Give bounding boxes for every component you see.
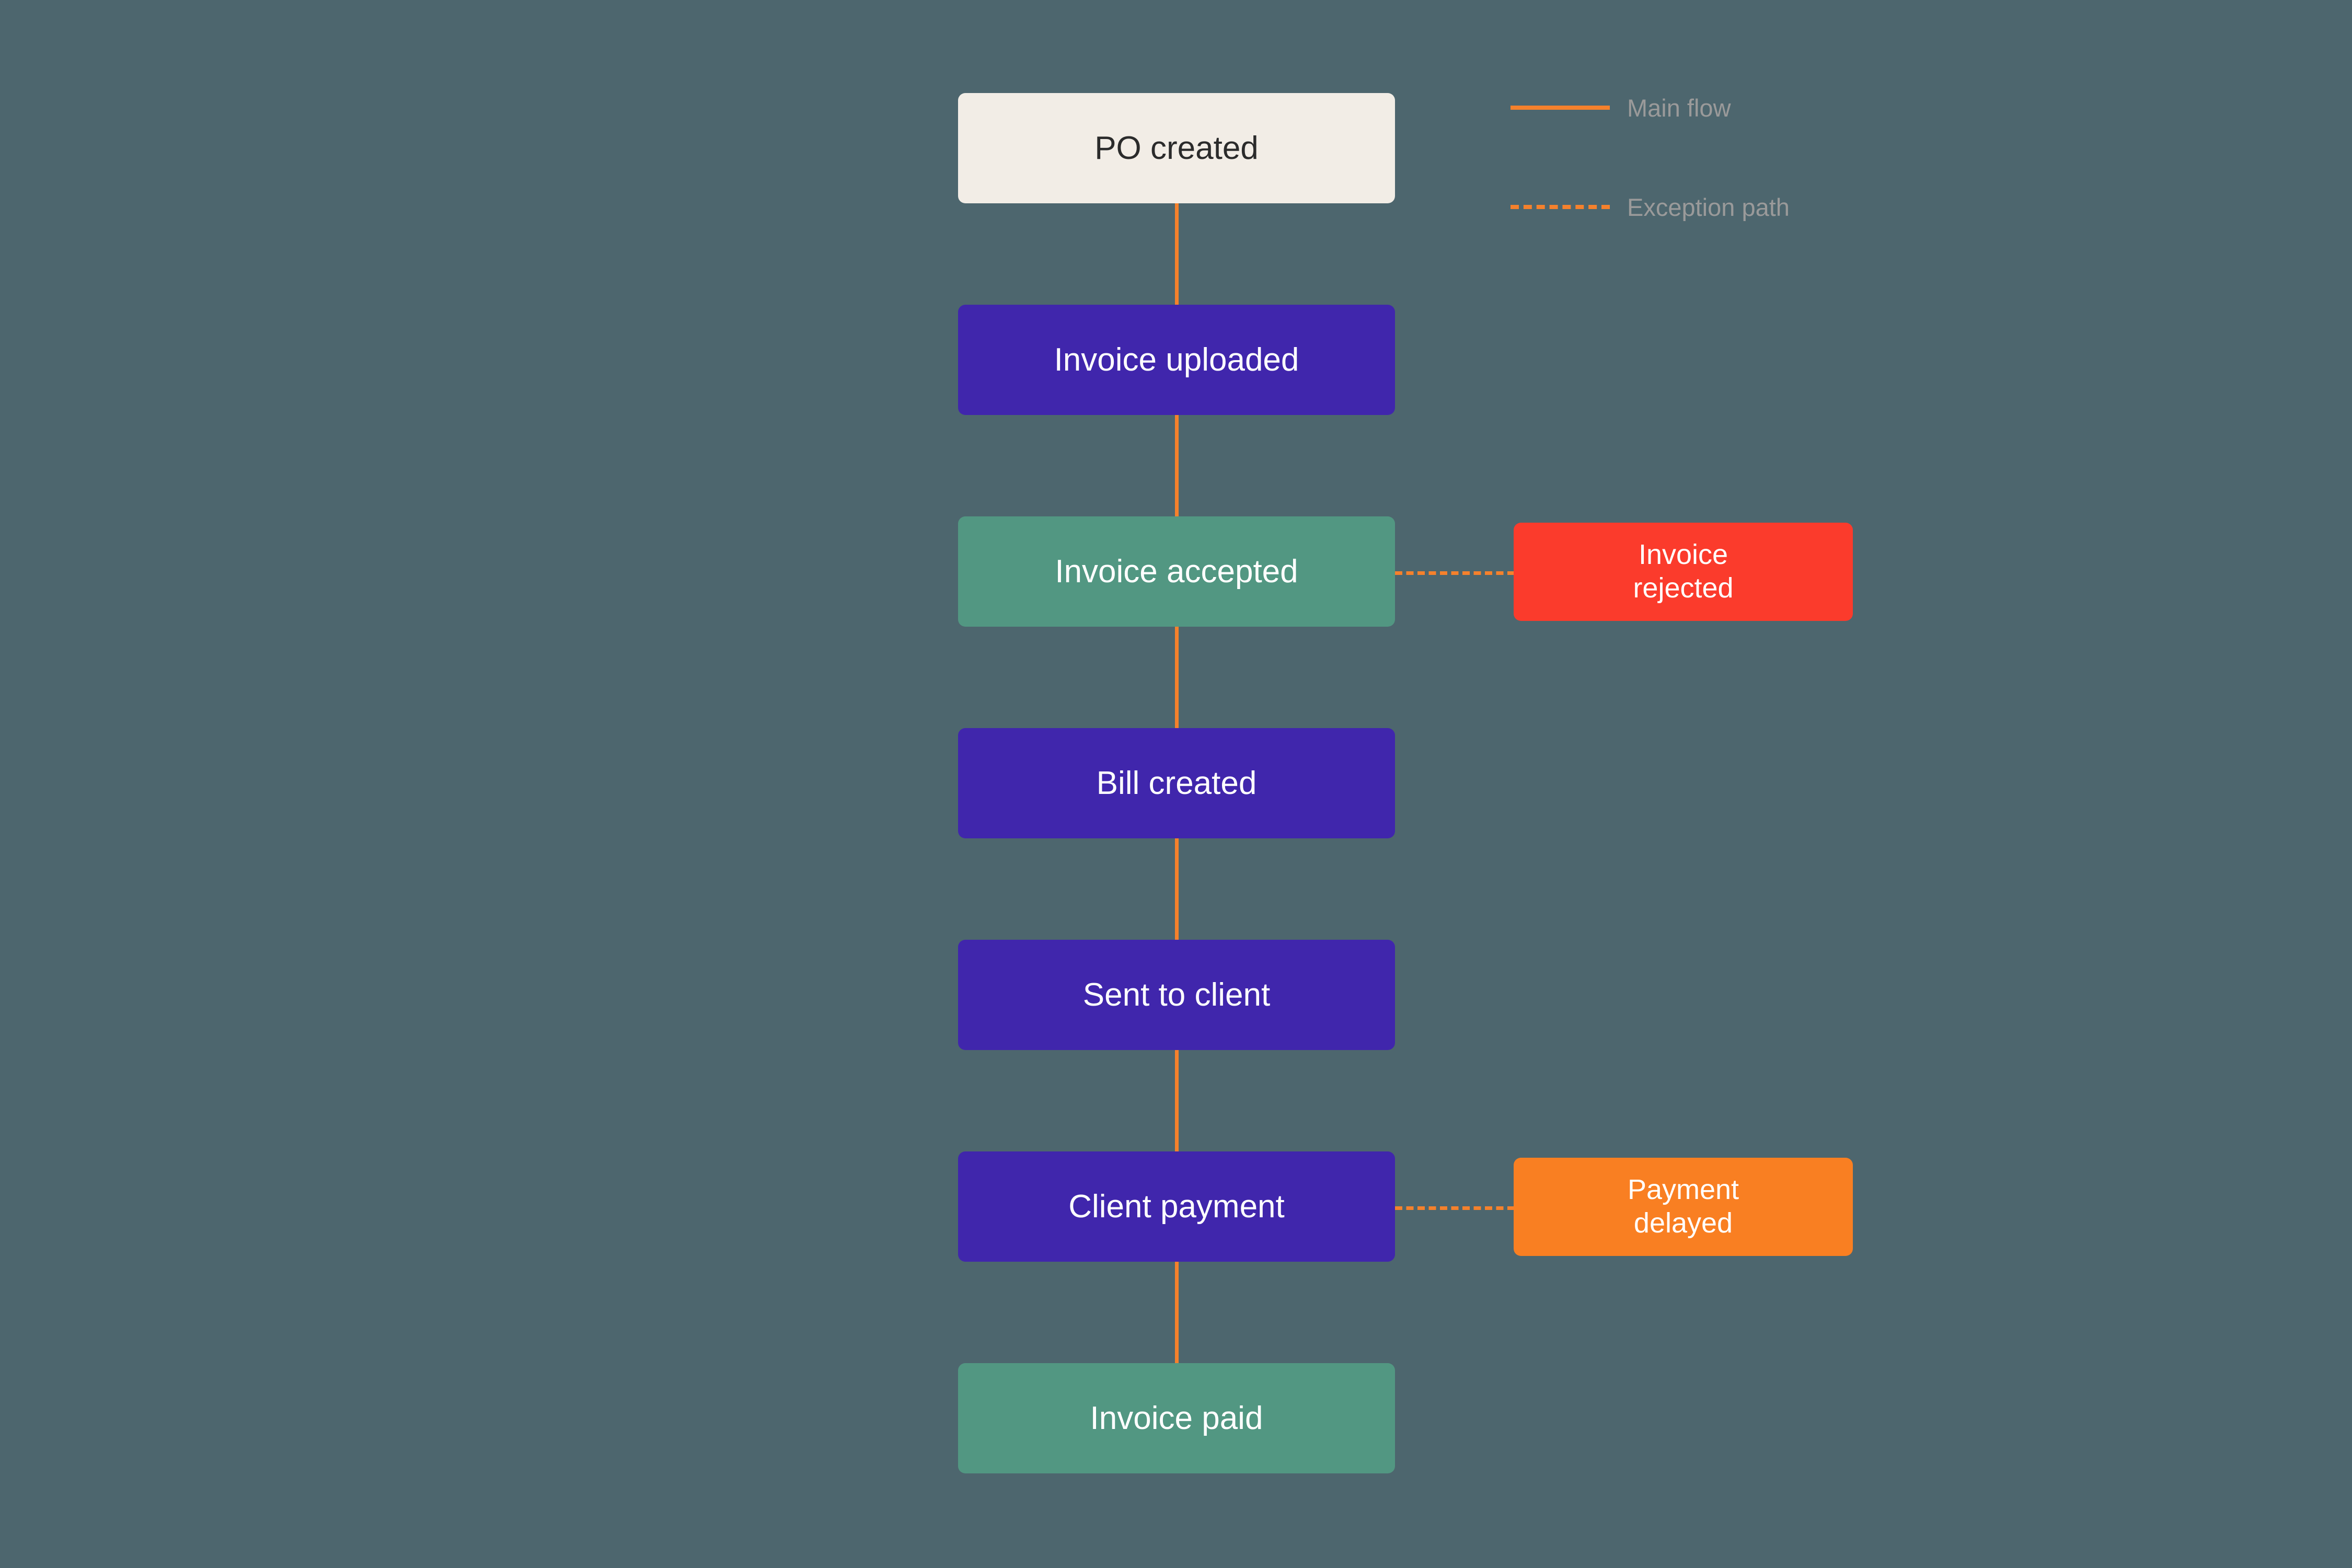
node-invoice-accepted[interactable]: Invoice accepted xyxy=(958,516,1395,627)
node-po-created-label: PO created xyxy=(1094,130,1259,166)
exception-path-line-icon xyxy=(1511,205,1610,209)
node-invoice-rejected-label: Invoice rejected xyxy=(1633,539,1734,604)
node-bill-created[interactable]: Bill created xyxy=(958,728,1395,838)
connector-invoice-uploaded-to-invoice-accepted xyxy=(1175,406,1179,519)
node-invoice-paid-label: Invoice paid xyxy=(1090,1400,1263,1436)
node-sent-to-client-label: Sent to client xyxy=(1082,976,1271,1013)
node-po-created[interactable]: PO created xyxy=(958,93,1395,203)
main-flow-line-icon xyxy=(1511,106,1610,110)
connector-client-payment-to-payment-delayed xyxy=(1395,1206,1515,1210)
legend-item-main-flow: Main flow xyxy=(1511,92,1731,123)
legend-exception-path-label: Exception path xyxy=(1627,193,1790,221)
node-invoice-uploaded[interactable]: Invoice uploaded xyxy=(958,305,1395,415)
connector-bill-created-to-sent-to-client xyxy=(1175,829,1179,942)
node-sent-to-client[interactable]: Sent to client xyxy=(958,940,1395,1050)
node-invoice-paid[interactable]: Invoice paid xyxy=(958,1363,1395,1473)
node-client-payment-label: Client payment xyxy=(1068,1188,1285,1225)
connector-invoice-accepted-to-invoice-rejected xyxy=(1395,571,1515,575)
legend-main-flow-label: Main flow xyxy=(1627,94,1731,122)
node-client-payment[interactable]: Client payment xyxy=(958,1151,1395,1262)
node-payment-delayed-label: Payment delayed xyxy=(1627,1174,1739,1239)
node-invoice-rejected[interactable]: Invoice rejected xyxy=(1514,523,1853,621)
connector-client-payment-to-invoice-paid xyxy=(1175,1253,1179,1366)
node-invoice-accepted-label: Invoice accepted xyxy=(1055,553,1298,590)
node-invoice-uploaded-label: Invoice uploaded xyxy=(1054,341,1299,378)
connector-po-created-to-invoice-uploaded xyxy=(1175,194,1179,307)
connector-invoice-accepted-to-bill-created xyxy=(1175,618,1179,731)
legend-item-exception-path: Exception path xyxy=(1511,191,1790,223)
connector-sent-to-client-to-client-payment xyxy=(1175,1041,1179,1154)
node-payment-delayed[interactable]: Payment delayed xyxy=(1514,1158,1853,1256)
node-bill-created-label: Bill created xyxy=(1096,765,1257,801)
